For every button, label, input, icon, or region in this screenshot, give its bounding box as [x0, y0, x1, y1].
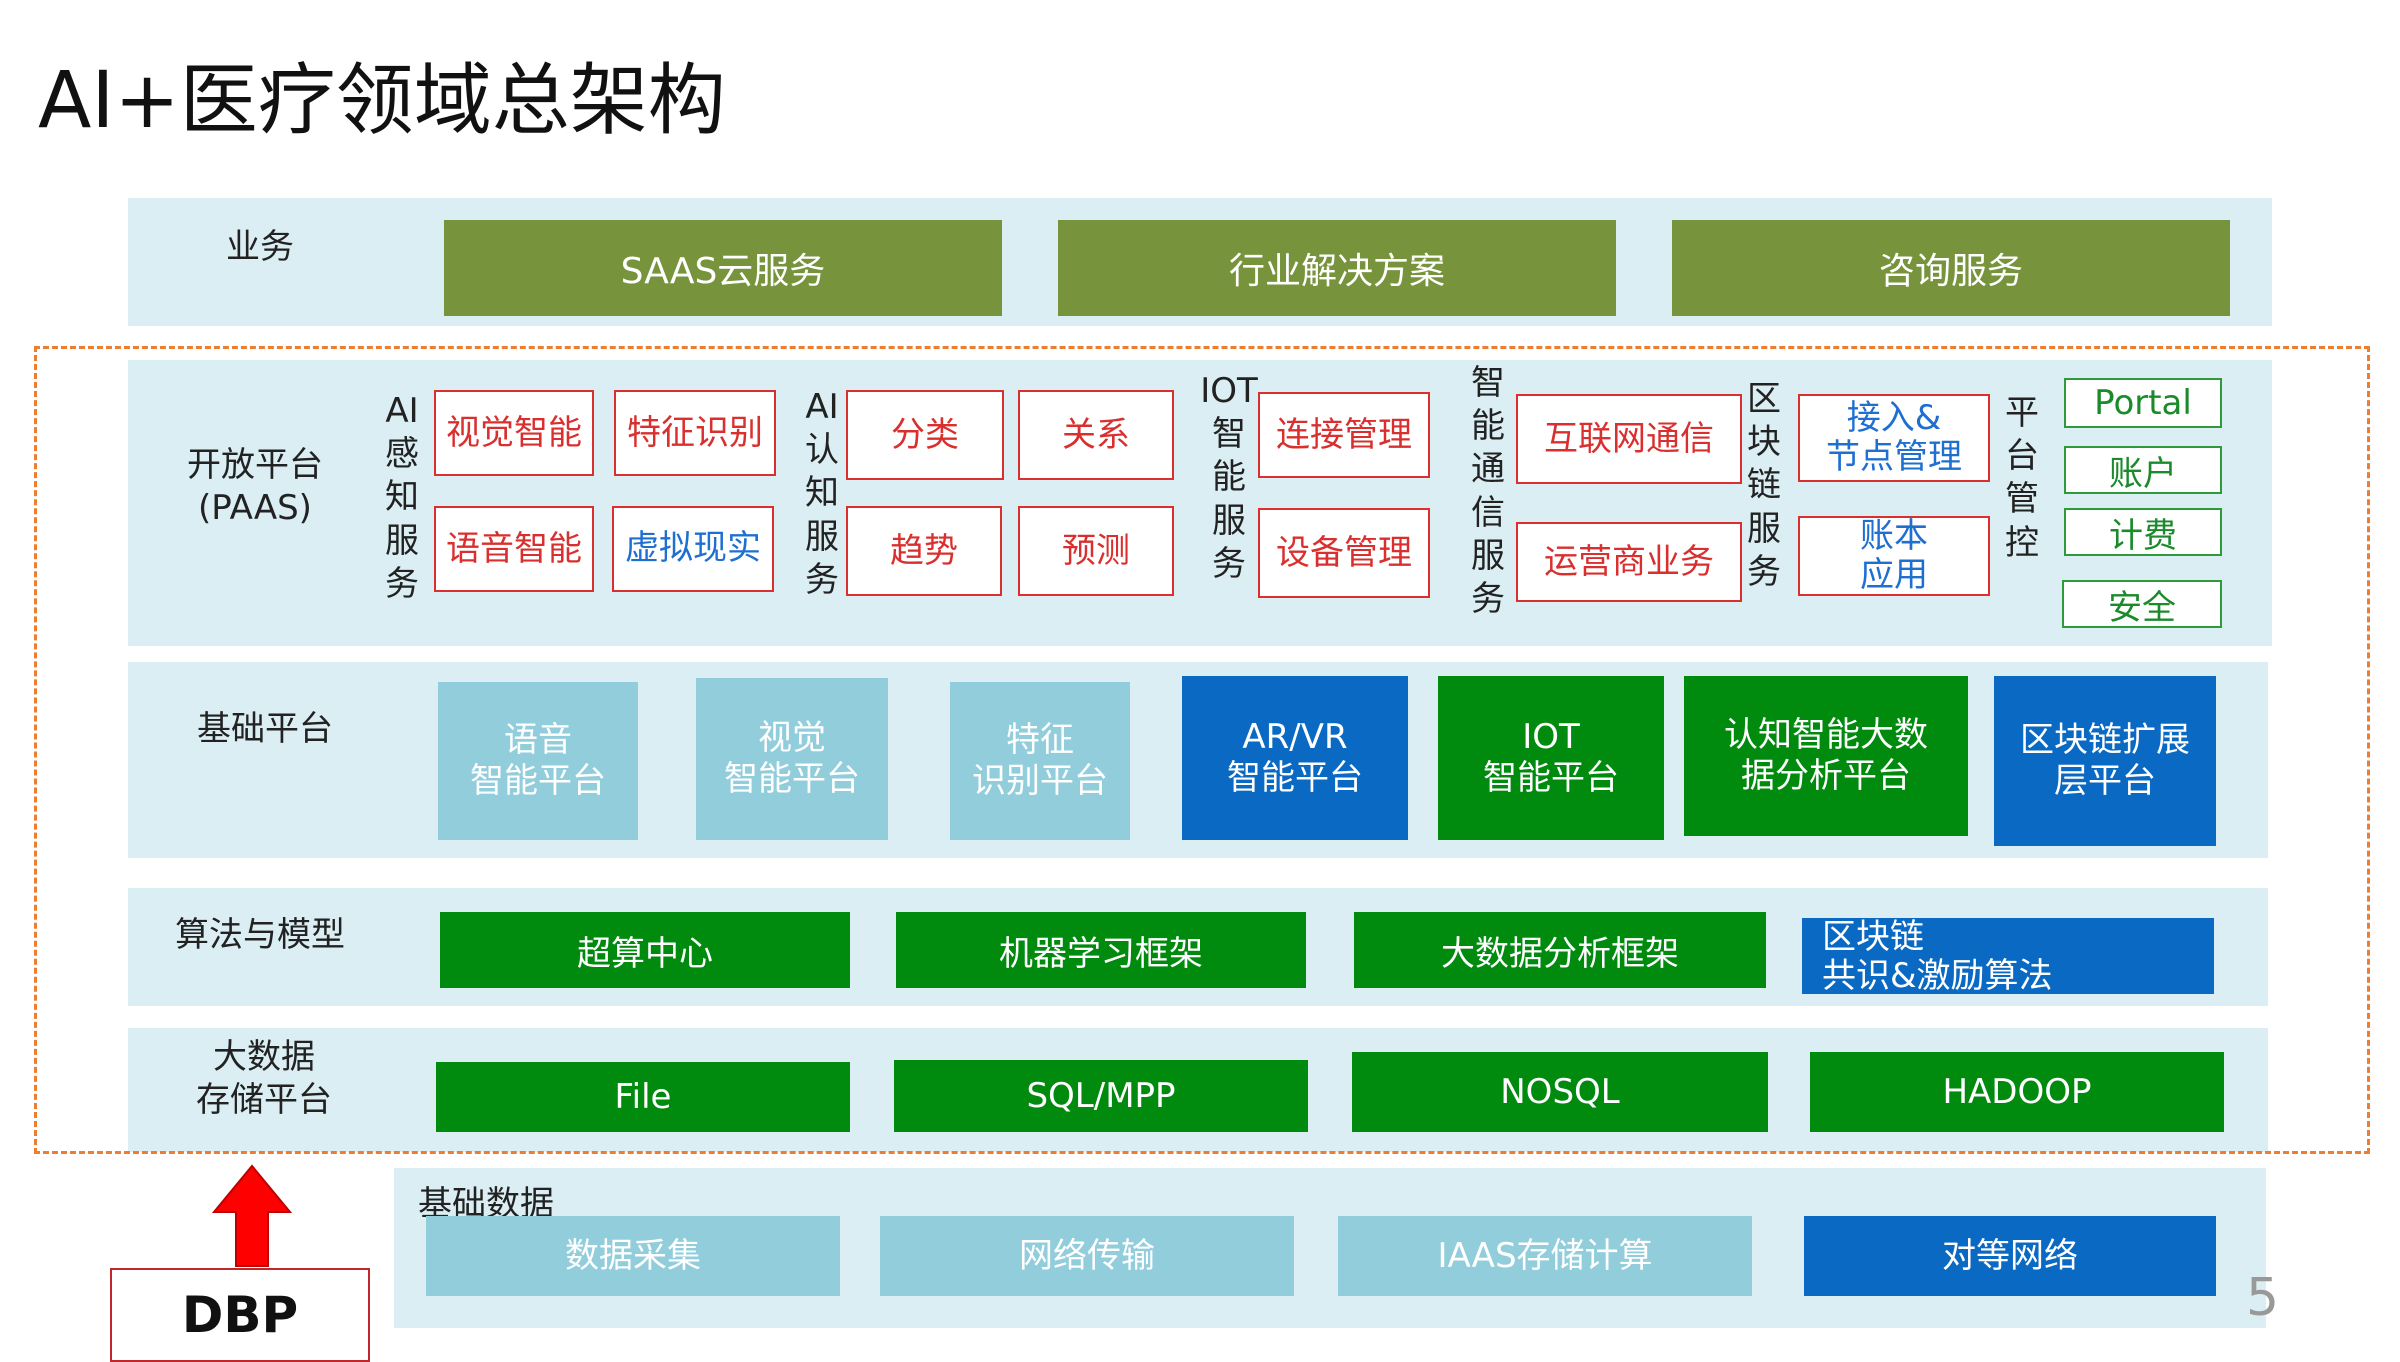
up-arrow-icon	[211, 1164, 293, 1267]
storage-label: 大数据 存储平台	[196, 1037, 332, 1120]
device-management-box: 设备管理	[1258, 508, 1430, 598]
ai-cognition-label: AI 认 知 服 务	[805, 387, 839, 600]
cognitive-bigdata-platform: 认知智能大数 据分析平台	[1684, 676, 1968, 836]
account-box: 账户	[2064, 446, 2222, 494]
iot-platform: IOT 智能平台	[1438, 676, 1664, 840]
peer-to-peer-network: 对等网络	[1804, 1216, 2216, 1296]
ai-perception-label: AI 感 知 服 务	[385, 391, 419, 604]
security-box: 安全	[2062, 580, 2222, 628]
iot-service-label: IOT 智 能 服 务	[1200, 371, 1258, 584]
access-node-management-box: 接入& 节点管理	[1798, 394, 1990, 482]
billing-box: 计费	[2064, 508, 2222, 556]
portal-box: Portal	[2064, 378, 2222, 428]
platform-control-label: 平 台 管 控	[2005, 393, 2039, 563]
blockchain-extension-platform: 区块链扩展 层平台	[1994, 676, 2216, 846]
business-item-saas: SAAS云服务	[444, 220, 1002, 316]
machine-learning-framework: 机器学习框架	[896, 912, 1306, 988]
carrier-business-box: 运营商业务	[1516, 522, 1742, 602]
speech-ai-platform: 语音 智能平台	[438, 682, 638, 840]
file-storage: File	[436, 1062, 850, 1132]
smart-communication-label: 智 能 通 信 服 务	[1471, 363, 1505, 619]
trend-box: 趋势	[846, 506, 1002, 596]
supercomputing-center: 超算中心	[440, 912, 850, 988]
business-label: 业务	[226, 227, 294, 267]
algorithms-label: 算法与模型	[175, 915, 345, 955]
base-platform-label: 基础平台	[197, 709, 333, 749]
vision-intelligence-box: 视觉智能	[434, 390, 594, 476]
speech-intelligence-box: 语音智能	[434, 506, 594, 592]
blockchain-service-label: 区 块 链 服 务	[1747, 379, 1781, 592]
virtual-reality-box: 虚拟现实	[612, 506, 774, 592]
bigdata-analysis-framework: 大数据分析框架	[1354, 912, 1766, 988]
page-title: AI+医疗领域总架构	[38, 56, 726, 146]
dbp-label: DBP	[110, 1268, 370, 1362]
ar-vr-platform: AR/VR 智能平台	[1182, 676, 1408, 840]
dbp-boundary	[34, 346, 2370, 1154]
internet-communication-box: 互联网通信	[1516, 394, 1742, 484]
vision-ai-platform: 视觉 智能平台	[696, 678, 888, 840]
feature-recognition-platform: 特征 识别平台	[950, 682, 1130, 840]
relation-box: 关系	[1018, 390, 1174, 480]
classification-box: 分类	[846, 390, 1004, 480]
data-collection: 数据采集	[426, 1216, 840, 1296]
sql-mpp-storage: SQL/MPP	[894, 1060, 1308, 1132]
connection-management-box: 连接管理	[1258, 392, 1430, 478]
business-item-solutions: 行业解决方案	[1058, 220, 1616, 316]
prediction-box: 预测	[1018, 506, 1174, 596]
network-transmission: 网络传输	[880, 1216, 1294, 1296]
business-item-consulting: 咨询服务	[1672, 220, 2230, 316]
iaas-storage-compute: IAAS存储计算	[1338, 1216, 1752, 1296]
paas-label: 开放平台 (PAAS)	[187, 445, 323, 528]
hadoop-storage: HADOOP	[1810, 1052, 2224, 1132]
nosql-storage: NOSQL	[1352, 1052, 1768, 1132]
blockchain-consensus-algorithm: 区块链 共识&激励算法	[1802, 918, 2214, 994]
page-number: 5	[2246, 1268, 2280, 1328]
ledger-application-box: 账本 应用	[1798, 516, 1990, 596]
feature-recognition-box: 特征识别	[614, 390, 776, 476]
